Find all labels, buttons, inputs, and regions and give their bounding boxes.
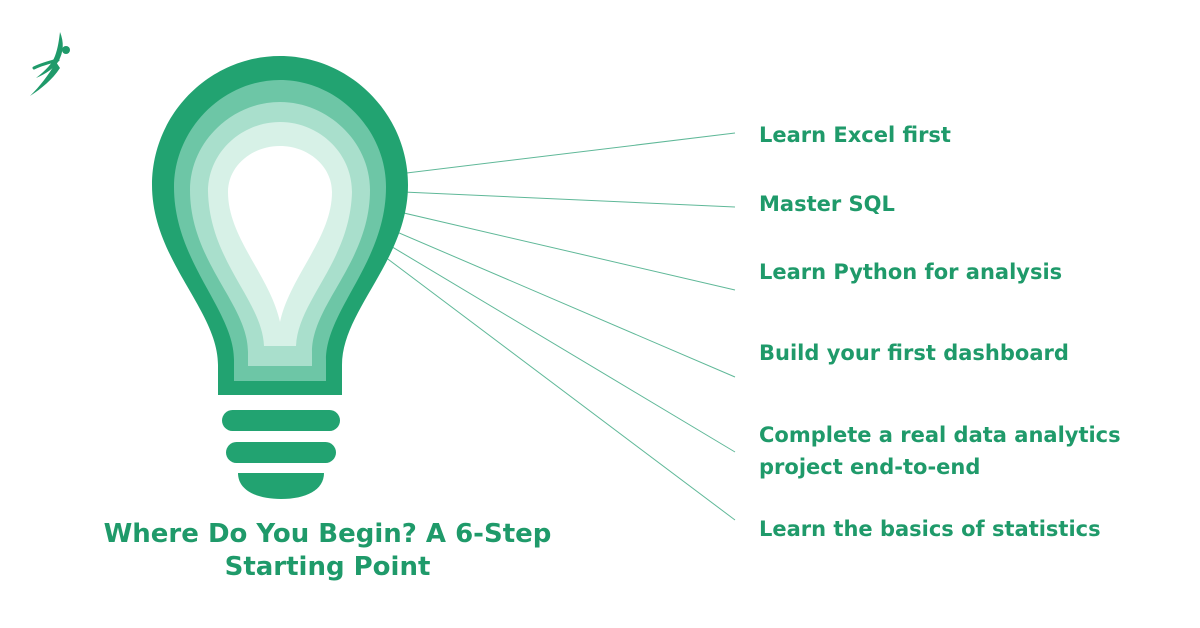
page-title: Where Do You Begin? A 6-Step Starting Po… xyxy=(103,519,552,582)
bulb-base-ridge-1 xyxy=(222,410,340,431)
brand-logo-icon xyxy=(30,32,70,96)
step-master-sql: Master SQL xyxy=(759,192,895,216)
bulb-base-ridge-2 xyxy=(226,442,336,463)
step-complete-project: Complete a real data analytics project e… xyxy=(759,423,1121,479)
step-learn-excel: Learn Excel first xyxy=(759,123,951,147)
step-learn-python: Learn Python for analysis xyxy=(759,260,1063,284)
step-learn-statistics: Learn the basics of statistics xyxy=(759,517,1101,541)
bulb-core xyxy=(228,146,332,322)
step-build-dashboard: Build your first dashboard xyxy=(759,341,1069,365)
lightbulb-icon xyxy=(152,56,408,499)
bulb-base-tip xyxy=(238,473,324,499)
